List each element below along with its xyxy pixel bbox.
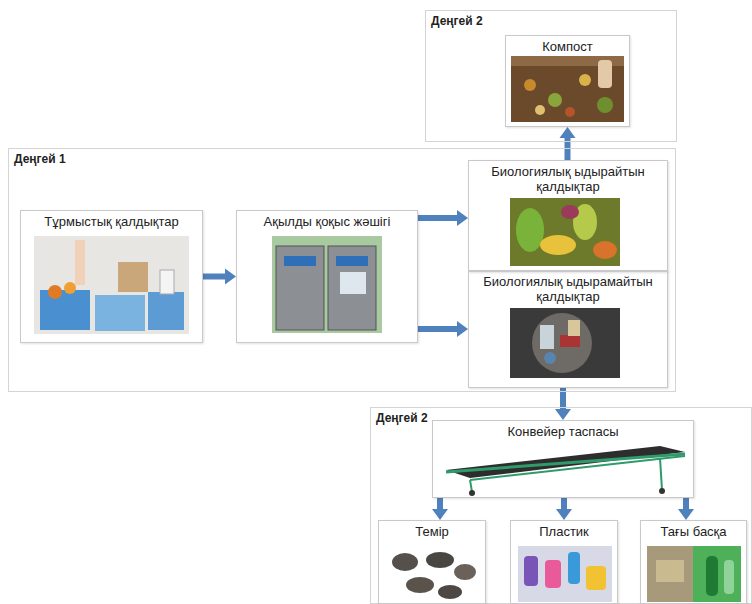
arrow-head [555,409,571,420]
flow-arrow [432,498,448,520]
level-panel: Деңгей 2 Конвейер таспасыТемір Пластик Тағы… [370,407,752,604]
arrow-head [432,509,448,520]
flow-arrow [203,269,236,285]
box: Биологиялық ыдырамайтын қалдықтар [468,270,668,388]
flow-arrow [556,498,572,520]
box-title: Биологиялық ыдырайтын қалдықтар [469,161,667,197]
box-title: Компост [506,36,629,57]
level-heading: Деңгей 1 [14,152,66,166]
non-biodegradable-picture [510,308,620,378]
box-title: Тағы басқа [641,521,746,542]
arrow-head [560,127,576,138]
compost-picture [511,56,624,122]
level-heading: Деңгей 2 [431,14,483,28]
arrow-head [457,321,468,337]
arrow-head [457,210,468,226]
box: Тағы басқа [640,520,747,604]
flow-arrow [555,388,571,420]
flow-arrow [560,127,576,160]
arrow-shaft [203,274,226,280]
box: Конвейер таспасы [432,420,694,498]
level-heading: Деңгей 2 [376,411,428,425]
household-waste-picture [34,236,189,334]
box: Тұрмыстық қалдықтар [20,210,203,343]
arrow-head [556,509,572,520]
box: Компост [505,35,630,127]
arrow-shaft [561,498,567,510]
other-waste-picture [647,546,741,602]
box: Ақылды қоқыс жәшігі [236,210,418,343]
arrow-head [225,269,236,285]
arrow-shaft [683,498,689,510]
conveyor-picture [446,446,685,496]
level-panel: Деңгей 1 Тұрмыстық қалдықтар Ақылды қоқыс … [8,148,676,392]
box-title: Ақылды қоқыс жәшігі [237,211,417,232]
level-panel: Деңгей 2 Компост [425,10,677,142]
biodegradable-picture [510,198,620,266]
box-title: Темір [379,521,485,542]
box-title: Тұрмыстық қалдықтар [21,211,202,232]
plastic-picture [518,546,612,602]
smart-bin-picture [272,236,382,333]
box: Темір [378,520,486,604]
arrow-head [678,509,694,520]
arrow-shaft [418,215,458,221]
iron-picture [392,552,476,599]
arrow-shaft [418,326,458,332]
flow-arrow [418,210,468,226]
box: Пластик [510,520,618,604]
arrow-shaft [437,498,443,510]
flow-arrow [678,498,694,520]
box-title: Биологиялық ыдырамайтын қалдықтар [469,271,667,307]
box: Биологиялық ыдырайтын қалдықтар [468,160,668,272]
flow-arrow [418,321,468,337]
box-title: Конвейер таспасы [433,421,693,442]
box-title: Пластик [511,521,617,542]
